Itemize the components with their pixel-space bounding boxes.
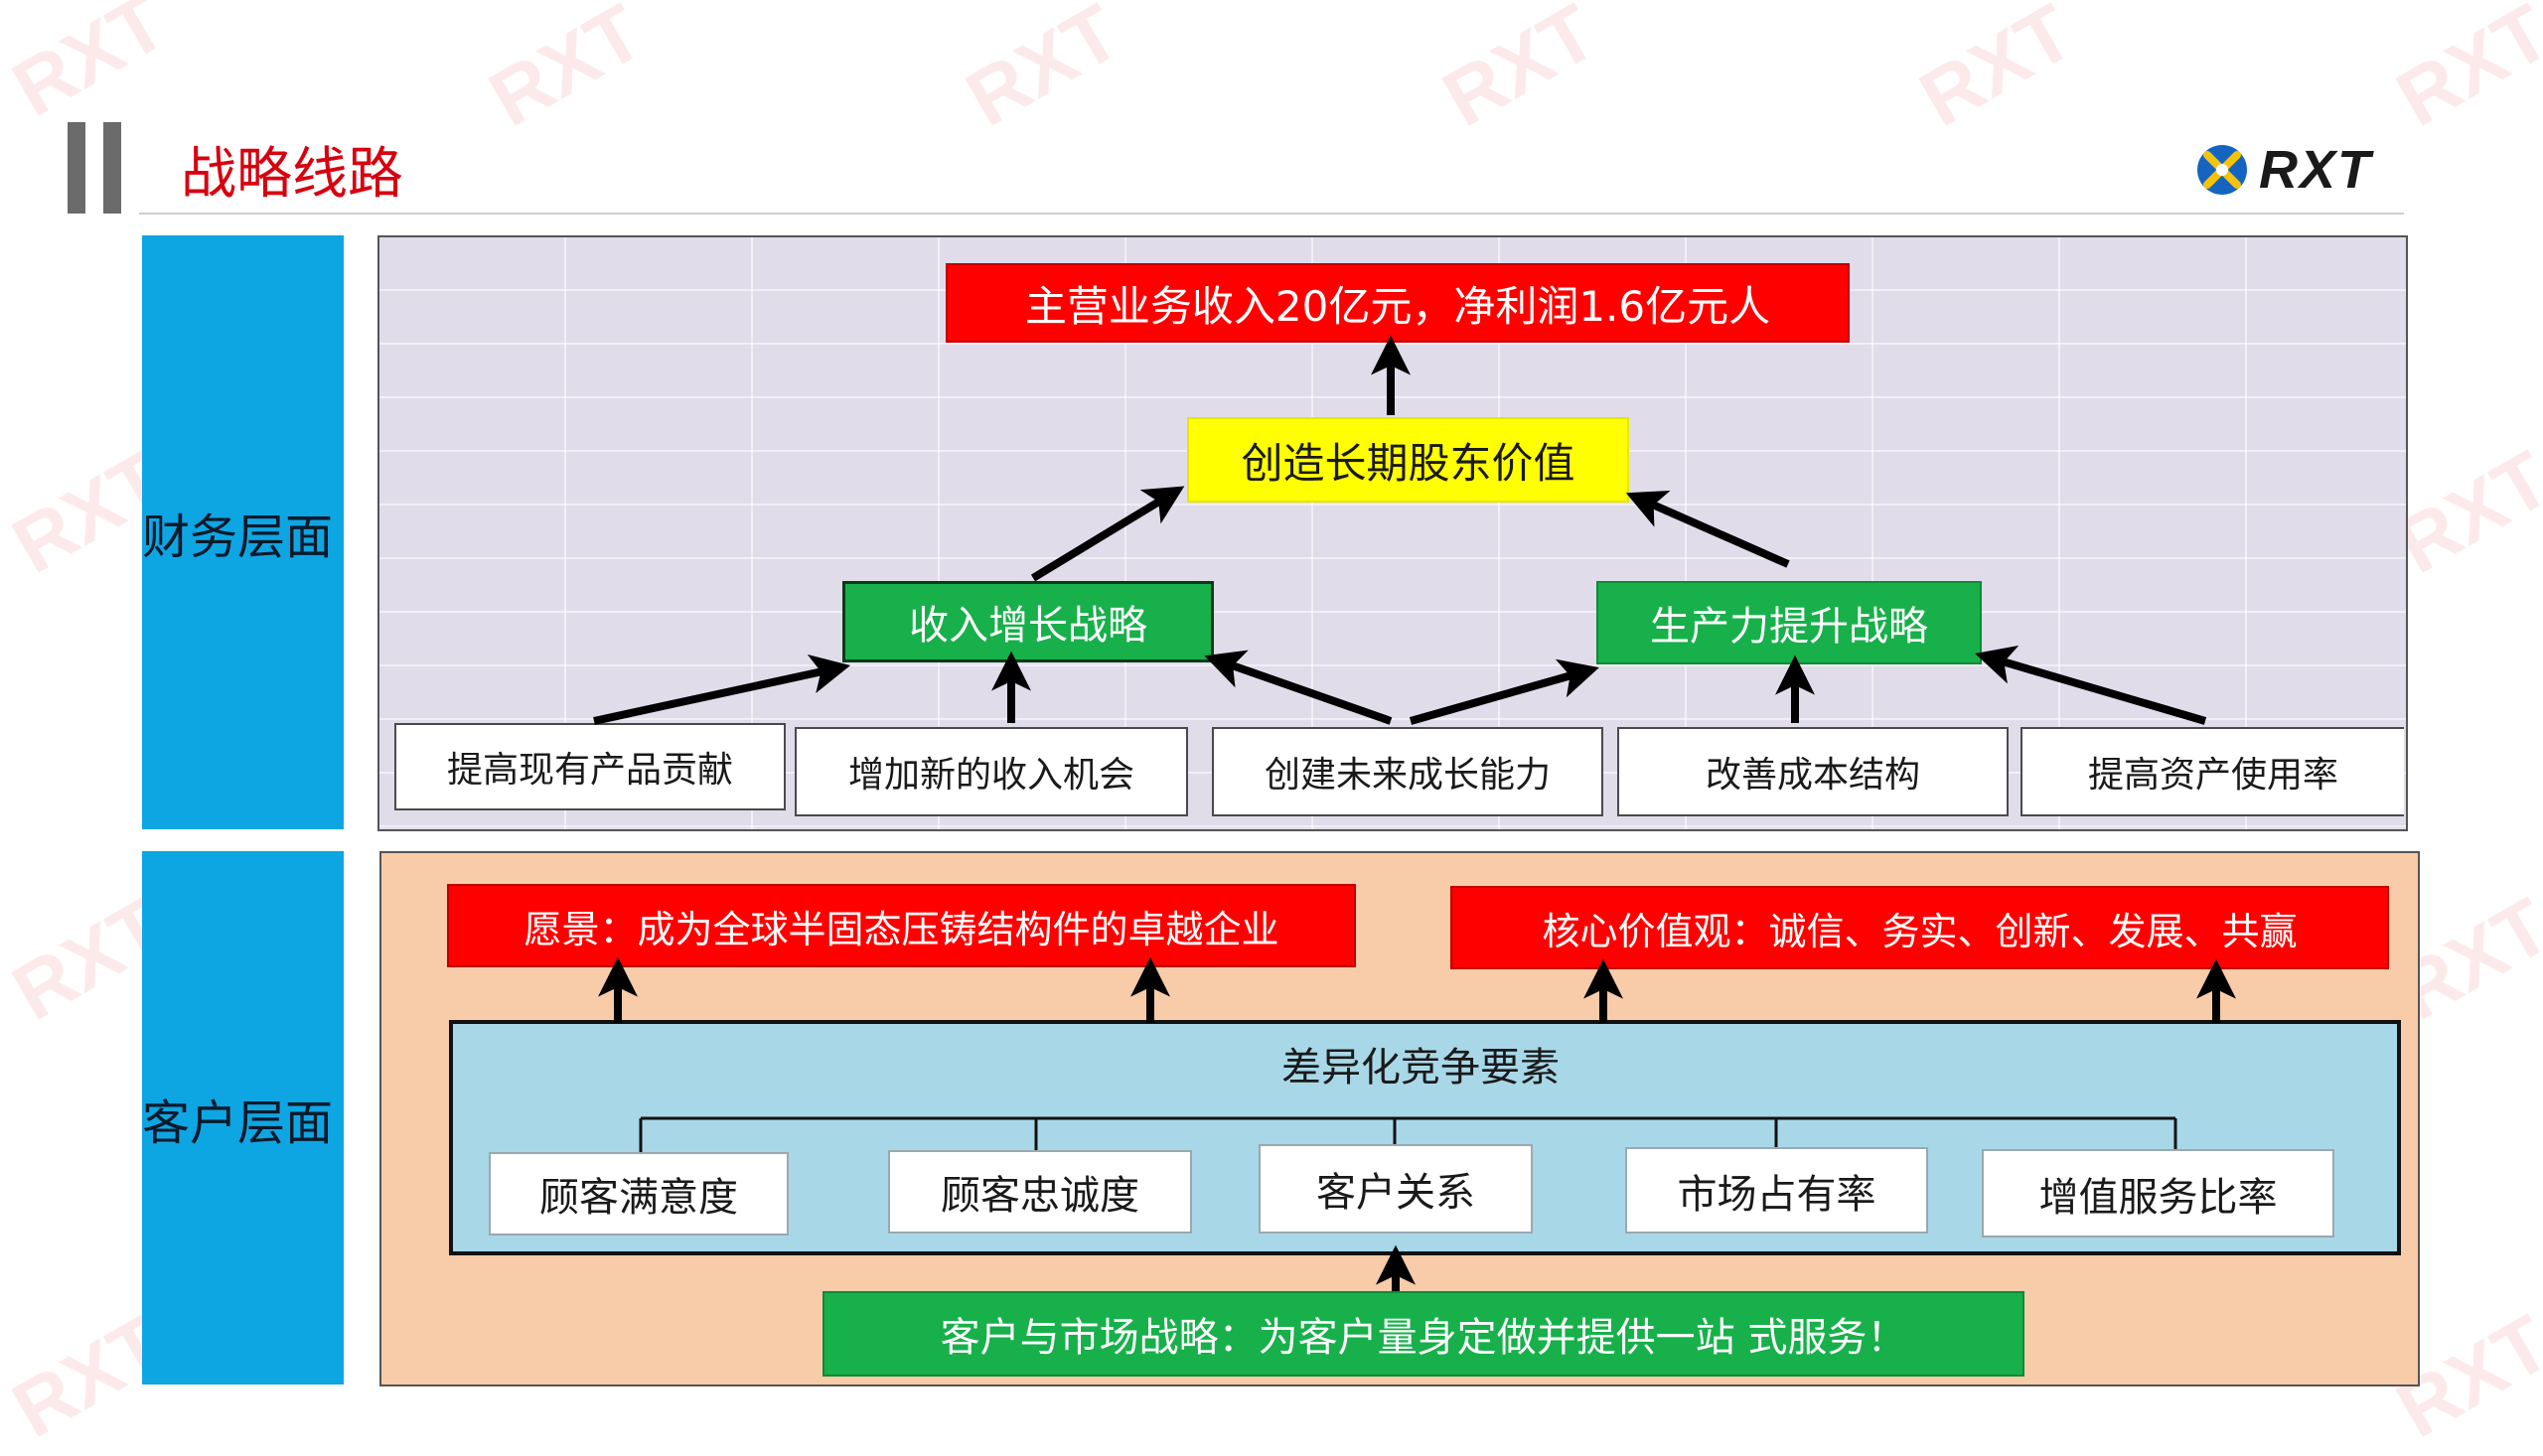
company-logo: RXT [2195, 139, 2372, 201]
competition-factor: 增值服务比率 [1982, 1149, 2334, 1238]
arrow [1625, 491, 1790, 568]
productivity-strategy-text: 生产力提升战略 [1650, 604, 1928, 650]
financial-item: 改善成本结构 [1617, 727, 2009, 816]
competition-factor: 顾客忠诚度 [888, 1150, 1192, 1234]
financial-item: 提高现有产品贡献 [394, 723, 786, 810]
financial-item-text: 增加新的收入机会 [847, 755, 1134, 796]
competition-factor-text: 市场占有率 [1677, 1171, 1876, 1218]
shareholder-value-text: 创造长期股东价值 [1241, 438, 1575, 488]
financial-level-text: 财务层面 [142, 510, 334, 565]
customer-market-strategy-box: 客户与市场战略：为客户量身定做并提供一站 式服务！ [823, 1291, 2024, 1377]
page-title: 战略线路 [181, 142, 403, 207]
financial-item-text: 提高资产使用率 [2087, 755, 2338, 796]
competition-factor-text: 增值服务比率 [2038, 1174, 2278, 1221]
core-values-box: 核心价值观：诚信、务实、创新、发展、共赢 [1450, 886, 2389, 969]
logo-icon [2197, 145, 2247, 195]
arrow [1030, 486, 1185, 582]
competition-factor: 客户关系 [1259, 1144, 1533, 1234]
competition-factor-text: 客户关系 [1316, 1170, 1475, 1216]
customer-market-strategy-text: 客户与市场战略：为客户量身定做并提供一站 式服务！ [940, 1315, 1907, 1361]
logo-text: RXT [2259, 140, 2372, 200]
financial-item: 提高资产使用率 [2020, 727, 2404, 816]
customer-level-text: 客户层面 [142, 1094, 334, 1151]
customer-level-label: 客户层面 [142, 851, 344, 1384]
arrow [1204, 650, 1393, 725]
title-accent-bar [68, 122, 85, 214]
revenue-growth-strategy-box: 收入增长战略 [842, 581, 1214, 662]
vision-box: 愿景：成为全球半固态压铸结构件的卓越企业 [447, 884, 1356, 967]
arrow [1409, 658, 1599, 725]
arrow [593, 654, 851, 725]
financial-item-text: 改善成本结构 [1705, 755, 1920, 796]
financial-level-label: 财务层面 [142, 235, 344, 829]
title-accent-bar [103, 122, 121, 214]
shareholder-value-box: 创造长期股东价值 [1187, 417, 1629, 503]
revenue-growth-strategy-text: 收入增长战略 [909, 603, 1147, 649]
title-divider [139, 213, 2404, 215]
financial-item-text: 创建未来成长能力 [1264, 755, 1551, 796]
financial-item: 增加新的收入机会 [795, 727, 1188, 816]
differentiation-title: 差异化竞争要素 [1192, 1033, 1649, 1094]
vision-text: 愿景：成为全球半固态压铸结构件的卓越企业 [524, 907, 1279, 951]
financial-item-text: 提高现有产品贡献 [446, 750, 733, 791]
core-values-text: 核心价值观：诚信、务实、创新、发展、共赢 [1542, 909, 2298, 953]
top-goal-text: 主营业务收入20亿元，净利润1.6亿元人 [1024, 281, 1771, 331]
competition-factor: 顾客满意度 [489, 1152, 789, 1236]
top-goal-box: 主营业务收入20亿元，净利润1.6亿元人 [946, 263, 1850, 343]
competition-factor-text: 顾客忠诚度 [941, 1173, 1139, 1219]
arrow [1975, 646, 2207, 725]
competition-factor-text: 顾客满意度 [539, 1175, 738, 1221]
financial-item: 创建未来成长能力 [1212, 727, 1603, 816]
competition-factor: 市场占有率 [1625, 1147, 1928, 1234]
differentiation-title-text: 差异化竞争要素 [1281, 1045, 1560, 1091]
